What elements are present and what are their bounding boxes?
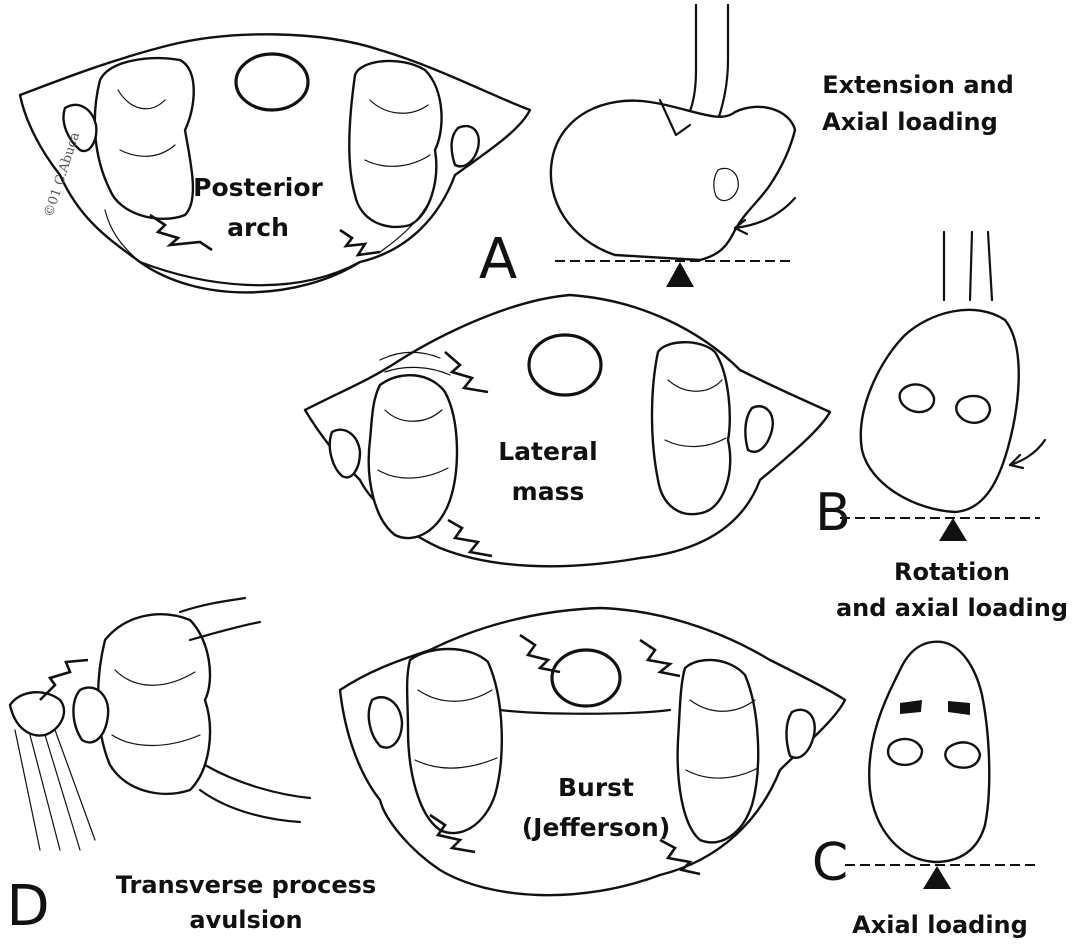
- panel-c-skull-frontal: [869, 642, 989, 862]
- panel-d-mechanism-label-2: avulsion: [189, 906, 302, 934]
- panel-b-load-triangle: [939, 518, 967, 541]
- panel-b-vertebra-label: Lateral: [498, 437, 597, 466]
- panel-a-vertebra: [20, 34, 530, 292]
- panel-a-vertebra-label-2: arch: [227, 213, 289, 242]
- panel-d-mechanism-label: Transverse process: [116, 871, 376, 899]
- panel-a-skull-lateral: [551, 5, 795, 260]
- panel-c-vertebra-label: Burst: [558, 773, 634, 802]
- panel-b-mechanism-label-2: and axial loading: [836, 594, 1068, 622]
- panel-b-letter: B: [815, 483, 851, 543]
- panel-a-load-triangle: [666, 262, 694, 287]
- panel-d-letter: D: [6, 874, 49, 939]
- panel-b-mechanism-label: Rotation: [894, 558, 1010, 586]
- panel-c-mechanism-label: Axial loading: [852, 911, 1028, 939]
- panel-c-vertebra: [340, 608, 845, 895]
- panel-b-vertebra: [305, 295, 830, 566]
- panel-a-mechanism-label-2: Axial loading: [822, 108, 998, 136]
- panel-a-letter: A: [479, 227, 517, 292]
- panel-a-mechanism-label: Extension and: [822, 71, 1014, 99]
- panel-b-vertebra-label-2: mass: [512, 477, 585, 506]
- panel-a-vertebra-label: Posterior: [193, 173, 323, 202]
- panel-d-vertebra-detail: [10, 598, 310, 850]
- panel-b-skull-oblique: [861, 232, 1045, 512]
- panel-c-vertebra-label-2: (Jefferson): [522, 813, 671, 842]
- panel-c-letter: C: [812, 833, 848, 893]
- panel-c-load-triangle: [923, 866, 951, 889]
